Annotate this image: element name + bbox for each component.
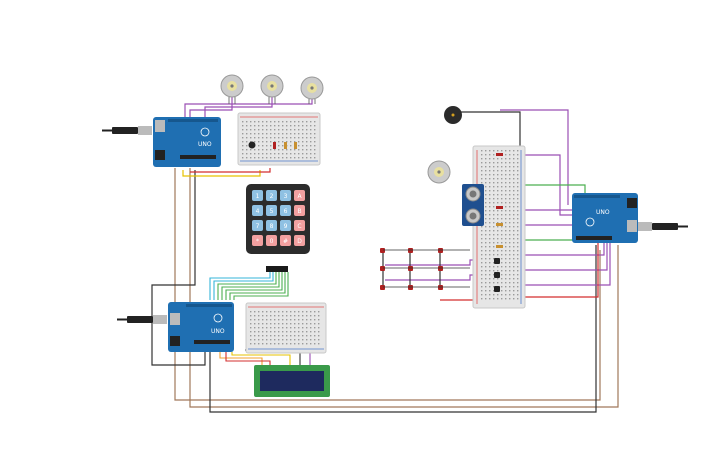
keypad-key-label: 5 [270,208,274,215]
keypad-key[interactable]: 1 [252,190,263,201]
usb-plug-icon [638,222,688,231]
resistor [284,142,287,149]
led-matrix [380,248,470,290]
keypad-key[interactable]: 8 [266,220,277,231]
keypad-key[interactable]: 0 [266,235,277,246]
led [380,266,385,271]
breadboard-components-left [248,141,297,149]
keypad-key[interactable]: 4 [252,205,263,216]
keypad-key[interactable]: 7 [252,220,263,231]
resistor [294,142,297,149]
transistor [248,141,256,149]
power-jack [627,198,637,208]
keypad-key[interactable]: B [294,205,305,216]
arduino-uno-right[interactable]: UNO [572,193,638,243]
led [380,285,385,290]
led [408,248,413,253]
keypad-key[interactable]: C [294,220,305,231]
keypad-key-label: C [297,223,301,230]
keypad-key-label: 0 [270,238,274,245]
led [408,266,413,271]
power-jack [170,336,180,346]
keypad-key[interactable]: 9 [280,220,291,231]
keypad-key[interactable]: 2 [266,190,277,201]
keypad-4x4[interactable]: 1 2 3 A 4 5 6 B 7 8 9 C * 0 # D [246,184,310,272]
keypad-key[interactable]: * [252,235,263,246]
motor-leads [228,97,316,104]
keypad-key[interactable]: 3 [280,190,291,201]
breadboard-right [472,145,526,309]
led [438,266,443,271]
breadboard-bottom-left [245,302,327,354]
dc-motor-icon[interactable] [220,74,244,98]
piezo-buzzer-icon[interactable] [444,106,462,124]
keypad-key-label: D [297,238,302,245]
arduino-uno-bottom[interactable]: UNO [168,302,234,352]
keypad-key-label: 3 [284,193,288,200]
led-red [273,142,276,149]
keypad-key[interactable]: 5 [266,205,277,216]
keypad-key-label: * [256,238,259,245]
power-jack [155,150,165,160]
keypad-key[interactable]: 6 [280,205,291,216]
keypad-key[interactable]: D [294,235,305,246]
led [408,285,413,290]
dc-motor-icon[interactable] [427,160,451,184]
usb-port [170,313,180,325]
keypad-key-label: B [297,208,301,215]
arduino-uno-top[interactable]: UNO [153,117,221,167]
keypad-key-label: 4 [256,208,260,215]
transistors [494,258,500,292]
usb-port [627,220,637,232]
board-label: UNO [211,328,225,335]
ultrasonic-sensor-icon[interactable] [462,184,484,226]
keypad-key-label: 8 [270,223,274,230]
keypad-connector [266,266,288,272]
wires-long [151,95,619,413]
keypad-key-label: 6 [284,208,288,215]
led [438,248,443,253]
usb-port [155,120,165,132]
keypad-key[interactable]: A [294,190,305,201]
breadboard-top-left [237,112,321,166]
led [380,248,385,253]
keypad-key-label: 1 [256,193,260,200]
board-label: UNO [198,141,212,148]
usb-plug-icon [117,315,167,324]
keypad-key-label: 9 [284,223,288,230]
keypad-key-label: 7 [256,223,260,230]
dc-motor-icon[interactable] [300,76,324,100]
keypad-key[interactable]: # [280,235,291,246]
breadboard-components-right [496,153,503,248]
usb-plug-icon [102,126,152,135]
keypad-ribbon-wires [209,272,289,300]
keypad-key-label: # [283,238,288,245]
keypad-key-label: 2 [270,193,274,200]
led [438,285,443,290]
dc-motor-icon[interactable] [260,74,284,98]
board-label: UNO [596,209,610,216]
lcd-display[interactable] [254,365,330,397]
keypad-key-label: A [297,193,302,200]
